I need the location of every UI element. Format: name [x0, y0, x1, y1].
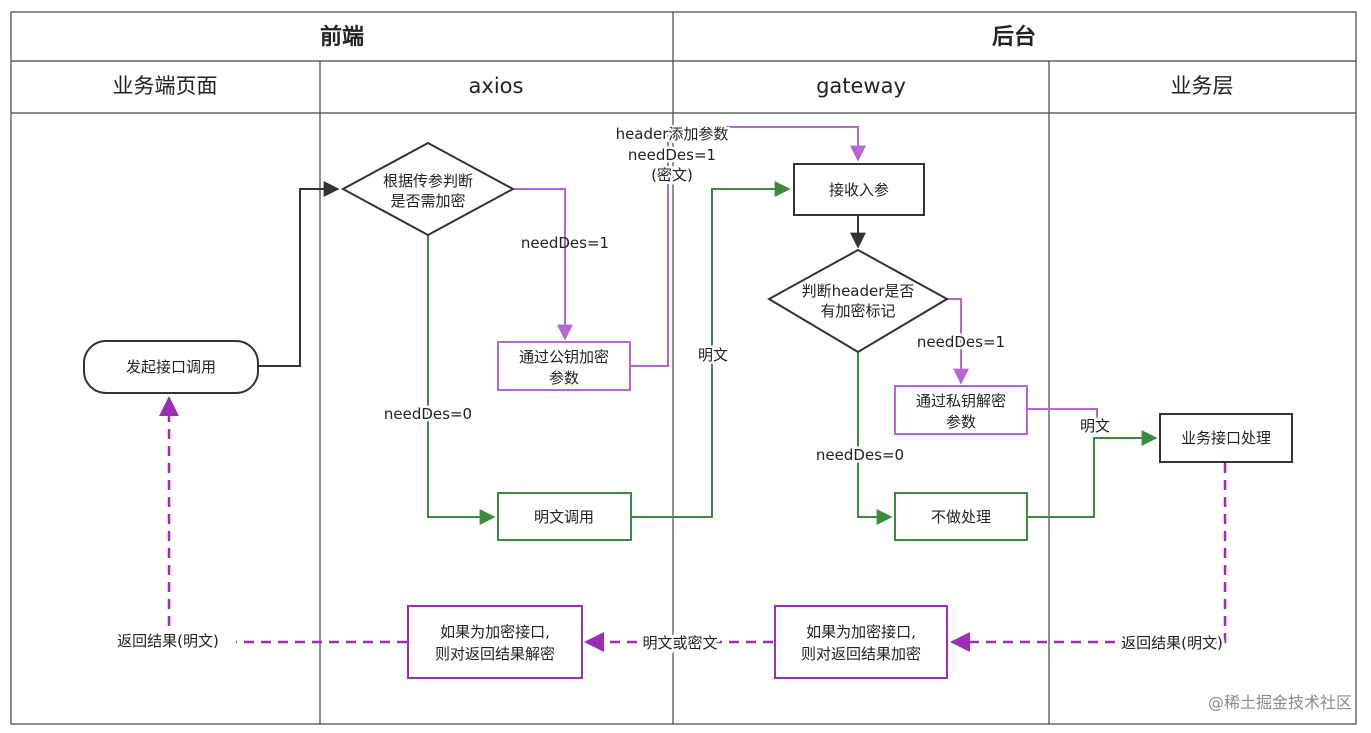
- no-processing-node: [894, 492, 1028, 541]
- edge-decrypt-to-business: [1027, 408, 1098, 420]
- frontend-decrypt-result-node: [407, 605, 583, 679]
- edge-plaintext-to-gateway: [631, 181, 791, 518]
- edge-needdes0-gateway: [857, 352, 893, 525]
- label-needdes1-axios: needDes=1: [521, 234, 609, 252]
- privkey-decrypt-label-2: 参数: [946, 413, 976, 431]
- check-encrypt-decision: [340, 141, 516, 237]
- privkey-decrypt-label-1: 通过私钥解密: [916, 392, 1006, 410]
- check-header-label-1: 判断header是否: [802, 282, 915, 300]
- edge-return-business: [950, 463, 1227, 652]
- gateway-encrypt-label-1: 如果为加密接口,: [806, 623, 916, 641]
- edge-needdes1-axios: [513, 188, 573, 341]
- lane-business-layer: 业务层: [1171, 74, 1234, 98]
- edge-start-to-decision: [258, 181, 340, 367]
- label-plaintext-to-business: 明文: [1080, 417, 1110, 435]
- pubkey-encrypt-node: [497, 341, 631, 391]
- swimlane-grid: [10, 11, 1357, 725]
- business-handle-label: 业务接口处理: [1181, 429, 1271, 447]
- label-header-add-1: header添加参数: [616, 125, 729, 143]
- lane-business-page: 业务端页面: [113, 74, 218, 98]
- edge-header-add: [630, 126, 866, 367]
- label-needdes0-axios: needDes=0: [384, 405, 472, 423]
- watermark: @稀土掘金技术社区: [1208, 693, 1352, 712]
- receive-params-node: [793, 163, 925, 216]
- privkey-decrypt-node: [894, 385, 1028, 435]
- initiate-call-node: [83, 340, 259, 394]
- lane-axios: axios: [469, 74, 524, 98]
- initiate-call-label: 发起接口调用: [126, 358, 216, 376]
- edge-needdes0-axios: [427, 235, 496, 525]
- no-processing-label: 不做处理: [931, 508, 991, 526]
- label-return-gateway: 明文或密文: [642, 634, 717, 652]
- header-backend: 后台: [992, 24, 1036, 50]
- label-plaintext-to-gateway: 明文: [698, 346, 728, 364]
- pubkey-encrypt-label-2: 参数: [549, 369, 579, 387]
- receive-params-label: 接收入参: [829, 181, 889, 199]
- label-needdes1-gateway: needDes=1: [917, 333, 1005, 351]
- label-header-add-2: needDes=1: [628, 146, 716, 164]
- label-return-business: 返回结果(明文): [1121, 634, 1223, 652]
- lane-gateway: gateway: [816, 74, 906, 98]
- check-encrypt-label-1: 根据传参判断: [383, 172, 473, 190]
- label-return-page: 返回结果(明文): [117, 632, 219, 650]
- edge-needdes1-gateway: [947, 298, 969, 385]
- header-frontend: 前端: [320, 24, 364, 50]
- check-header-decision: [766, 248, 950, 354]
- label-needdes0-gateway: needDes=0: [816, 446, 904, 464]
- label-header-add-3: (密文): [651, 166, 693, 184]
- plaintext-call-label: 明文调用: [534, 508, 594, 526]
- pubkey-encrypt-label-1: 通过公钥加密: [519, 348, 609, 366]
- frontend-decrypt-label-1: 如果为加密接口,: [440, 623, 550, 641]
- check-header-label-2: 有加密标记: [820, 302, 895, 320]
- gateway-encrypt-result-node: [774, 605, 948, 679]
- frontend-decrypt-label-2: 则对返回结果解密: [435, 645, 555, 663]
- plaintext-call-node: [497, 492, 632, 541]
- business-handle-node: [1159, 413, 1293, 463]
- gateway-encrypt-label-2: 则对返回结果加密: [801, 645, 921, 663]
- edge-plaintext-to-business: [1027, 430, 1158, 518]
- check-encrypt-label-2: 是否需加密: [390, 192, 465, 210]
